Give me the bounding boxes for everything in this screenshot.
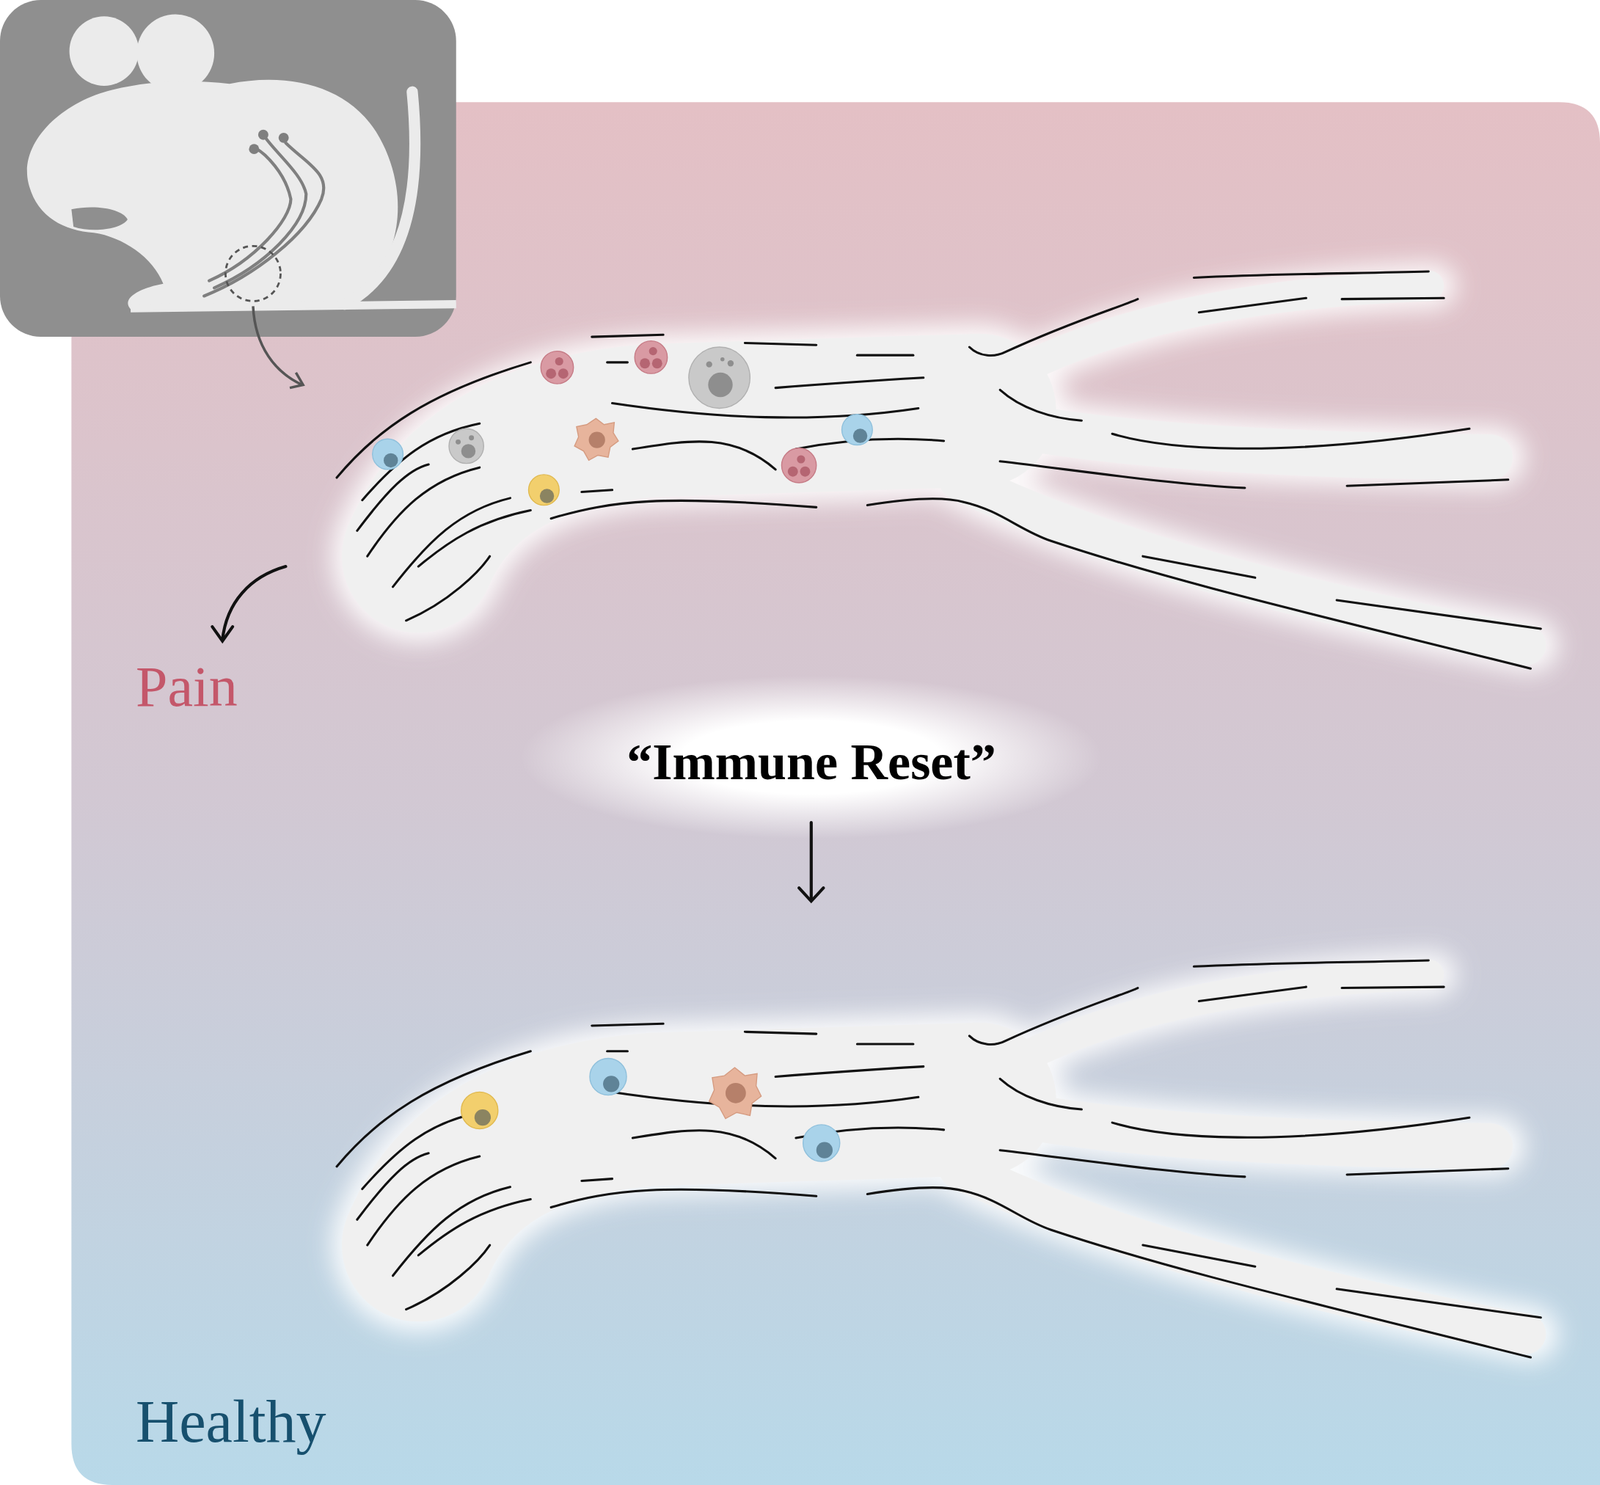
inflamed-nerve xyxy=(336,271,1541,669)
state-label: Healthy xyxy=(135,1388,327,1455)
background-panel xyxy=(71,101,1600,1485)
healthy-nerve xyxy=(336,960,1541,1358)
process-label: “Immune Reset” xyxy=(626,733,997,791)
immune-cells xyxy=(372,341,873,506)
immune-cells xyxy=(461,1057,840,1161)
mouse-inset xyxy=(0,0,457,389)
state-label: Pain xyxy=(135,655,238,719)
